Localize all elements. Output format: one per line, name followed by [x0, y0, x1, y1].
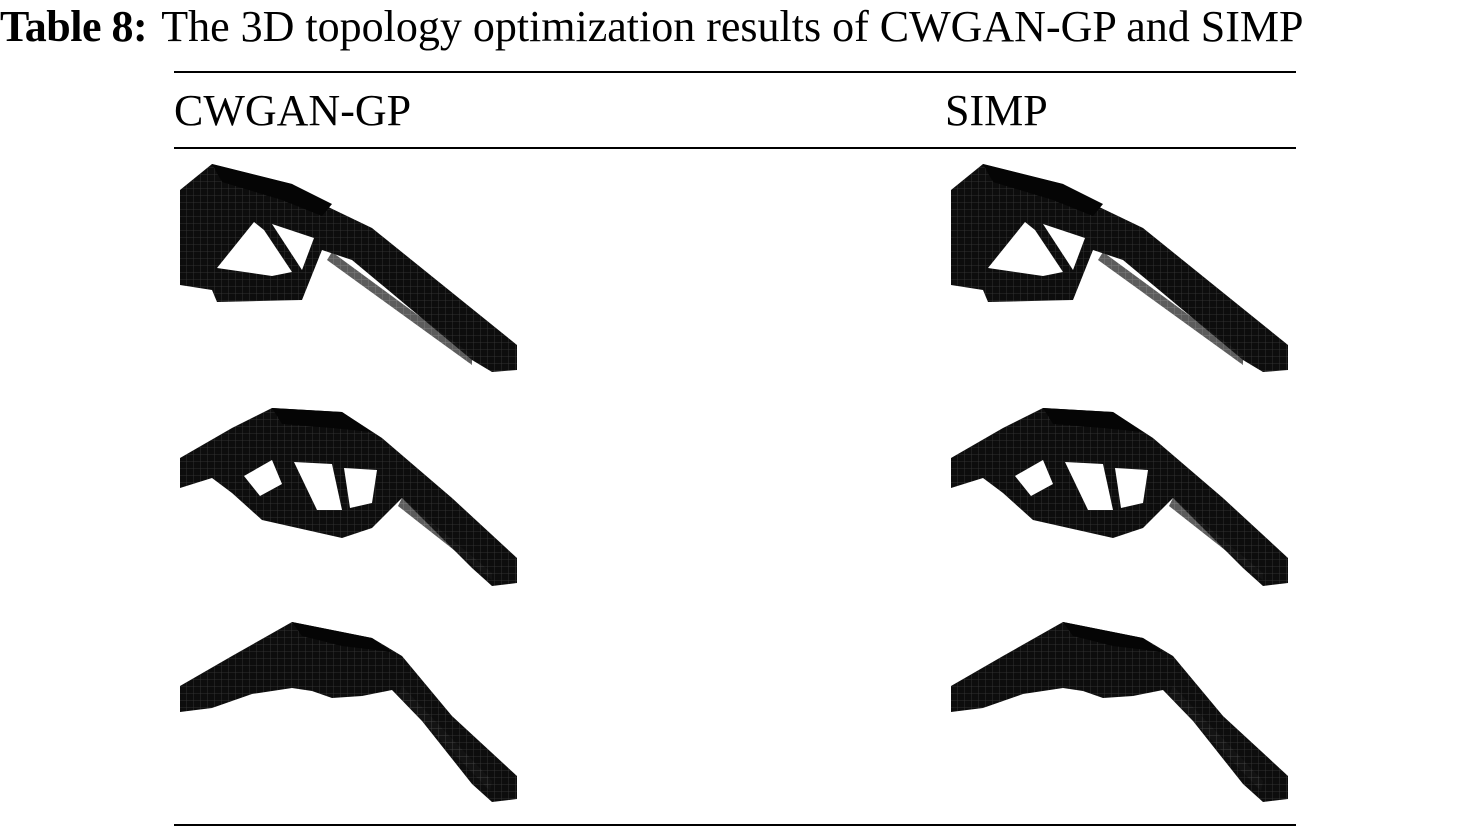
table-row: [943, 398, 1293, 613]
simp-structure-1: [951, 164, 1288, 372]
header-rule: [174, 147, 1296, 149]
table-caption-text: The 3D topology optimization results of …: [161, 2, 1304, 51]
table-caption: Table 8: The 3D topology optimization res…: [0, 0, 1458, 54]
table-row: [172, 160, 522, 375]
table-row: [172, 616, 522, 831]
cwgan-gp-structure-2: [180, 408, 517, 586]
table-row: [943, 616, 1293, 831]
simp-structure-2: [951, 408, 1288, 586]
table-label: Table 8:: [0, 2, 148, 51]
table-row: [943, 160, 1293, 375]
top-rule: [174, 71, 1296, 73]
column-header-cwgan-gp: CWGAN-GP: [174, 86, 412, 135]
simp-structure-3: [951, 622, 1288, 802]
column-header-simp: SIMP: [945, 86, 1048, 135]
cwgan-gp-structure-3: [180, 622, 517, 802]
bottom-rule: [174, 824, 1296, 826]
cwgan-gp-structure-1: [180, 164, 517, 372]
table-row: [172, 398, 522, 613]
